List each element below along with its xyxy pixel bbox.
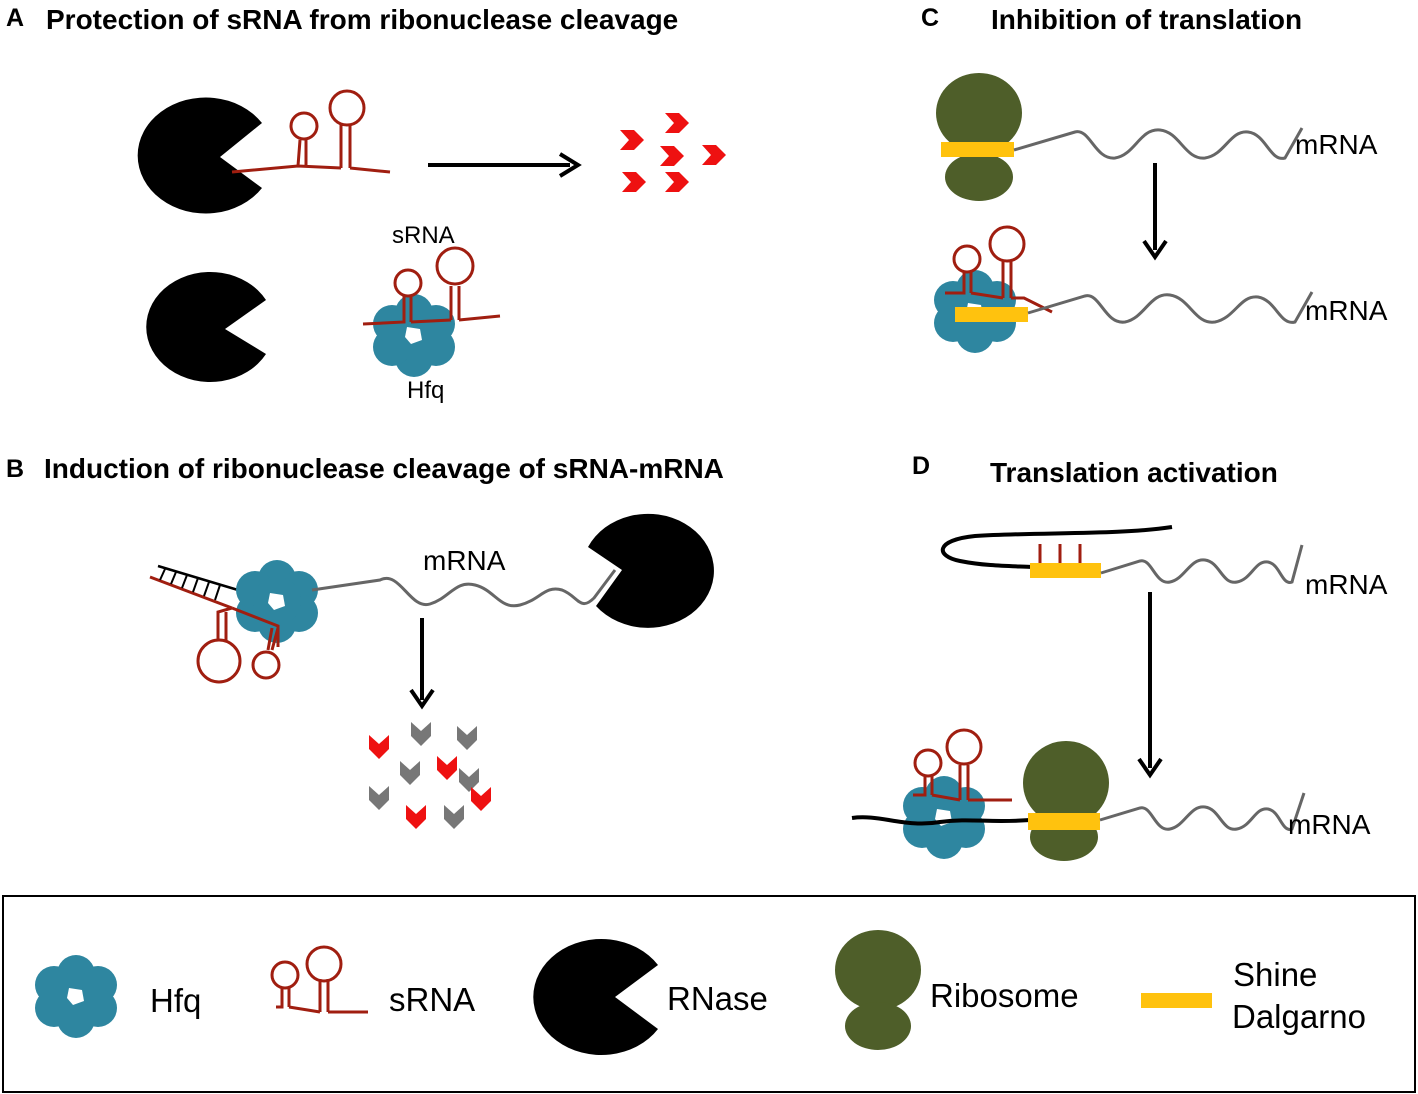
- hfq-icon: [373, 294, 455, 377]
- shine-dalgarno-bar: [941, 142, 1014, 157]
- shine-dalgarno-bar-c: [955, 307, 1028, 322]
- legend-shine-dalgarno-icon: [1141, 993, 1212, 1008]
- panel-d-letter: D: [912, 452, 930, 480]
- hfq-label: Hfq: [407, 377, 444, 404]
- panel-d-title: Translation activation: [990, 457, 1278, 488]
- hfq-icon-d: [903, 776, 985, 859]
- shine-dalgarno-bar-d: [1030, 563, 1101, 578]
- ribosome-large-subunit: [936, 73, 1022, 153]
- srna-fragments: [620, 113, 726, 192]
- panel-b: B Induction of ribonuclease cleavage of …: [6, 453, 724, 829]
- legend-hfq-label: Hfq: [150, 982, 201, 1019]
- legend: Hfq sRNA RNase Ribosome Shine Dalgarno: [2, 895, 1416, 1093]
- mrna-label-b: mRNA: [423, 545, 506, 576]
- mrna-label-c-bottom: mRNA: [1305, 295, 1388, 326]
- legend-hfq-icon: [35, 955, 117, 1038]
- shine-dalgarno-bar-d2: [1028, 813, 1100, 830]
- panel-d: D Translation activation mRNA mRNA: [851, 452, 1388, 861]
- legend-ribosome-icon: [835, 930, 921, 1050]
- legend-ribosome-label: Ribosome: [930, 977, 1079, 1014]
- rnase-shape: [137, 97, 262, 214]
- legend-sd-label-line2: Dalgarno: [1232, 998, 1366, 1035]
- rnase-shape-bottom: [146, 272, 266, 383]
- legend-rnase-label: RNase: [667, 980, 768, 1017]
- ribosome-large-subunit-d: [1023, 741, 1109, 825]
- legend-srna-label: sRNA: [389, 981, 475, 1018]
- ribosome-small-subunit: [945, 153, 1013, 201]
- legend-srna-icon: [270, 945, 368, 1014]
- panel-c-letter: C: [921, 4, 939, 32]
- legend-rnase-icon: [533, 939, 658, 1055]
- panel-c-title: Inhibition of translation: [991, 4, 1302, 35]
- panel-b-letter: B: [6, 455, 24, 483]
- panel-c: C Inhibition of translation mRNA mRNA: [921, 4, 1388, 353]
- rnase-shape-b: [588, 513, 714, 628]
- legend-sd-label-line1: Shine: [1233, 956, 1317, 993]
- mrna-label-d-top: mRNA: [1305, 569, 1388, 600]
- mrna-label-c-top: mRNA: [1295, 129, 1378, 160]
- mrna-label-d-bottom: mRNA: [1288, 809, 1371, 840]
- panel-b-title: Induction of ribonuclease cleavage of sR…: [44, 453, 724, 484]
- mrna-fragments: [369, 722, 491, 829]
- panel-a-letter: A: [6, 4, 24, 32]
- srna-label: sRNA: [392, 222, 455, 249]
- panel-a: A Protection of sRNA from ribonuclease c…: [6, 4, 726, 404]
- panel-a-title: Protection of sRNA from ribonuclease cle…: [46, 4, 678, 35]
